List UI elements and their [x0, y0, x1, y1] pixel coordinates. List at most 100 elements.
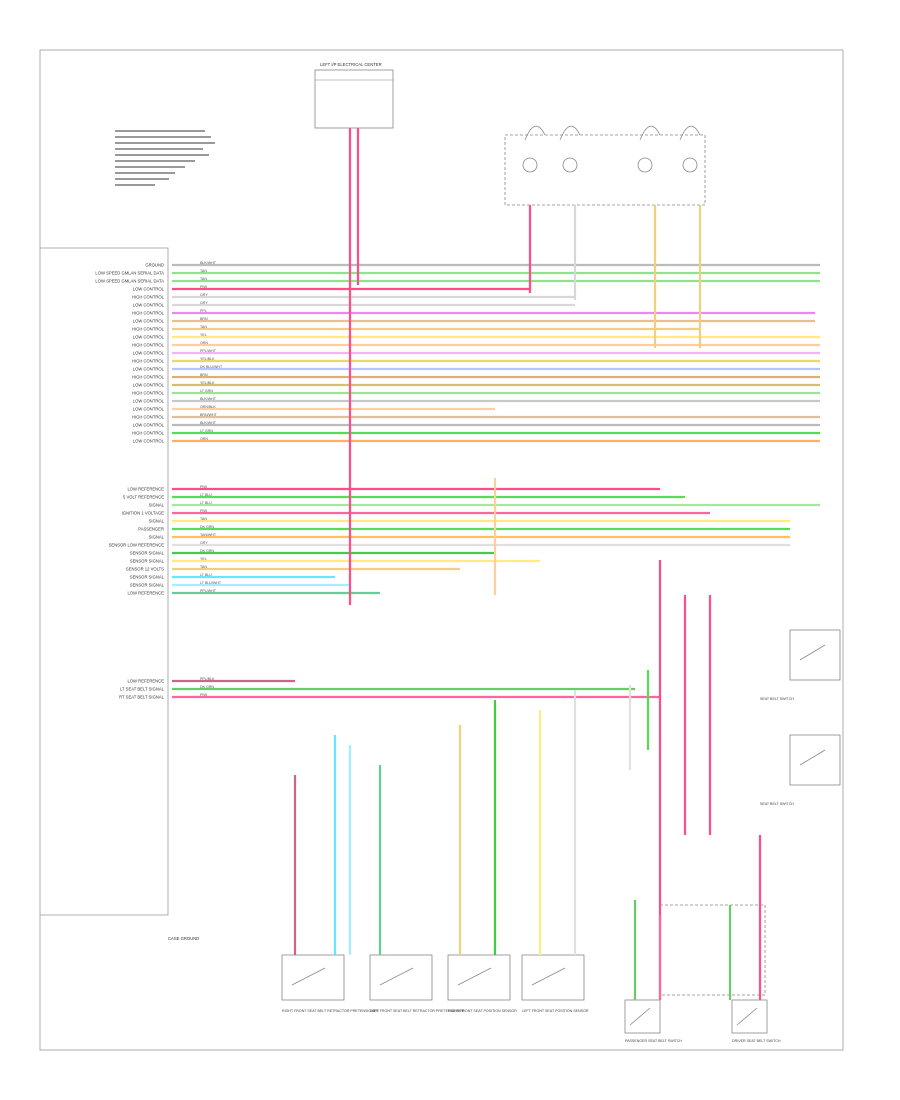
pin-label-22: LOW CONTROL — [133, 439, 165, 444]
pin-label-34: SENSOR SIGNAL — [130, 575, 165, 580]
pin-label-0: GROUND — [145, 263, 164, 268]
switch-label-1: SEAT BELT SWITCH — [760, 697, 794, 701]
pin-label-27: SIGNAL — [149, 519, 165, 524]
fuse-block — [314, 69, 394, 129]
pin-label-30: SENSOR LOW REFERENCE — [109, 543, 165, 548]
wire-color-label-5: GRY — [200, 301, 208, 305]
right-switches — [789, 629, 841, 786]
wire-color-label-14: BRN — [200, 373, 208, 377]
wire-color-label-20: BLK/WHT — [200, 421, 217, 425]
pin-label-16: HIGH CONTROL — [132, 391, 165, 396]
pin-label-13: LOW CONTROL — [133, 367, 165, 372]
pin-label-2: LOW SPEED GMLAN SERIAL DATA — [95, 279, 164, 284]
wire-color-label-21: LT GRN — [200, 429, 213, 433]
pin-label-38: LT SEAT BELT SIGNAL — [120, 687, 165, 692]
pin-label-24: 5 VOLT REFERENCE — [123, 495, 164, 500]
wire-color-label-28: DK GRN — [200, 525, 214, 529]
sensor-label-5: PASSENGER SEAT BELT SWITCH — [625, 1039, 682, 1043]
wire-color-label-13: DK BLU/WHT — [200, 365, 223, 369]
pin-label-14: HIGH CONTROL — [132, 375, 165, 380]
sensor-label-4: LEFT FRONT SEAT POSITION SENSOR — [522, 1009, 589, 1013]
wires-layer — [172, 128, 820, 1000]
wire-color-label-18: ORN/BLK — [200, 405, 216, 409]
case-ground-label: CASE GROUND — [168, 936, 199, 941]
wire-color-label-23: PNK — [200, 485, 208, 489]
pin-label-15: LOW CONTROL — [133, 383, 165, 388]
bottom-components — [281, 904, 768, 1034]
wire-color-label-33: TAN — [200, 565, 207, 569]
wire-color-label-26: PNK — [200, 509, 208, 513]
pin-label-26: IGNITION 1 VOLTAGE — [122, 511, 165, 516]
pin-label-17: LOW CONTROL — [133, 399, 165, 404]
wire-color-label-34: LT BLU — [200, 573, 212, 577]
wire-color-label-8: TAN — [200, 325, 207, 329]
wire-color-label-25: LT BLU — [200, 501, 212, 505]
switch-label-2: SEAT BELT SWITCH — [760, 802, 794, 806]
wire-color-label-17: BLK/WHT — [200, 397, 217, 401]
wire-color-label-1: TAN — [200, 269, 207, 273]
pin-label-31: SENSOR SIGNAL — [130, 551, 165, 556]
pin-label-23: LOW REFERENCE — [127, 487, 164, 492]
pin-labels-layer: GROUND BLK/WHT LOW SPEED GMLAN SERIAL DATA… — [95, 261, 223, 700]
diagram-frame — [39, 49, 844, 1051]
wire-color-label-19: BRN/WHT — [200, 413, 218, 417]
pin-label-21: HIGH CONTROL — [132, 431, 165, 436]
wire-color-label-11: PPL/WHT — [200, 349, 217, 353]
wire-color-label-38: DK GRN — [200, 685, 214, 689]
wire-color-label-29: TAN/WHT — [200, 533, 217, 537]
sensor-label-1: RIGHT FRONT SEAT BELT RETRACTOR PRETENSI… — [282, 1009, 379, 1013]
wire-color-label-12: YEL/BLK — [200, 357, 215, 361]
wire-color-label-24: LT BLU — [200, 493, 212, 497]
pin-label-12: HIGH CONTROL — [132, 359, 165, 364]
pin-label-8: HIGH CONTROL — [132, 327, 165, 332]
pin-label-6: HIGH CONTROL — [132, 311, 165, 316]
sensor-label-3: RIGHT FRONT SEAT POSITION SENSOR — [448, 1009, 517, 1013]
pin-label-7: LOW CONTROL — [133, 319, 165, 324]
wire-color-label-22: ORN — [200, 437, 208, 441]
pin-label-18: LOW CONTROL — [133, 407, 165, 412]
pin-label-11: LOW CONTROL — [133, 351, 165, 356]
pin-label-36: LOW REFERENCE — [127, 591, 164, 596]
pin-label-3: LOW CONTROL — [133, 287, 165, 292]
sensor-label-2: LEFT FRONT SEAT BELT RETRACTOR PRETENSIO… — [370, 1009, 465, 1013]
pin-label-29: SIGNAL — [149, 535, 165, 540]
pin-label-28: PASSENGER — [138, 527, 164, 532]
module-outline — [40, 247, 169, 916]
note-block — [115, 130, 215, 186]
pin-label-32: SENSOR SIGNAL — [130, 559, 165, 564]
wire-color-label-4: GRY — [200, 293, 208, 297]
pin-label-10: HIGH CONTROL — [132, 343, 165, 348]
pin-label-5: LOW CONTROL — [133, 303, 165, 308]
fuse-block-title: LEFT I/P ELECTRICAL CENTER — [320, 62, 382, 67]
wire-color-label-2: TAN — [200, 277, 207, 281]
pin-label-25: SIGNAL — [149, 503, 165, 508]
pin-label-1: LOW SPEED GMLAN SERIAL DATA — [95, 271, 164, 276]
wire-color-label-7: BRN — [200, 317, 208, 321]
wire-color-label-31: DK GRN — [200, 549, 214, 553]
wire-color-label-27: TAN — [200, 517, 207, 521]
pin-label-20: LOW CONTROL — [133, 423, 165, 428]
wire-color-label-9: YEL — [200, 333, 207, 337]
wire-color-label-32: YEL — [200, 557, 207, 561]
sensor-label-6: DRIVER SEAT BELT SWITCH — [732, 1039, 781, 1043]
pin-label-35: SENSOR SIGNAL — [130, 583, 165, 588]
wire-color-label-37: PPL/BLK — [200, 677, 215, 681]
pin-label-19: HIGH CONTROL — [132, 415, 165, 420]
wire-color-label-30: GRY — [200, 541, 208, 545]
pin-label-37: LOW REFERENCE — [127, 679, 164, 684]
wire-color-label-35: LT BLU/WHT — [200, 581, 222, 585]
pin-label-9: LOW CONTROL — [133, 335, 165, 340]
wire-color-label-10: ORN — [200, 341, 208, 345]
pin-label-39: RT SEAT BELT SIGNAL — [119, 695, 165, 700]
wire-color-label-15: YEL/BLK — [200, 381, 215, 385]
wire-color-label-6: PPL — [200, 309, 207, 313]
wire-color-label-0: BLK/WHT — [200, 261, 217, 265]
inflator-modules — [504, 125, 706, 206]
wire-color-label-16: LT GRN — [200, 389, 213, 393]
wire-color-label-39: PNK — [200, 693, 208, 697]
wire-color-label-36: PPL/WHT — [200, 589, 217, 593]
pin-label-4: HIGH CONTROL — [132, 295, 165, 300]
wire-color-label-3: PNK — [200, 285, 208, 289]
